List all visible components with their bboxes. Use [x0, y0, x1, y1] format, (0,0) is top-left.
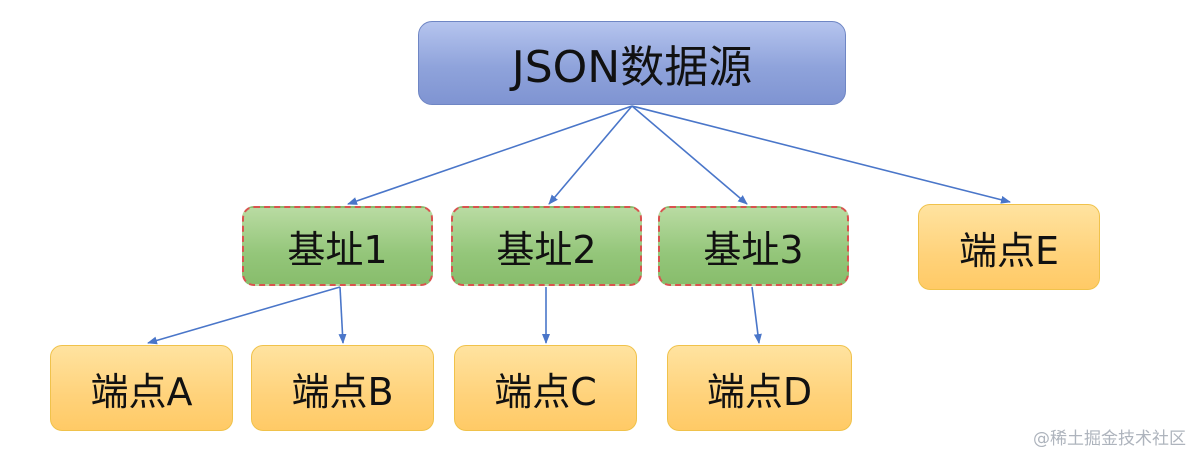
- endpoint-node-b: 端点B: [251, 345, 434, 431]
- endpoint-node-d-label: 端点D: [706, 369, 813, 414]
- root-node-label: JSON数据源: [511, 42, 753, 93]
- edge-root-endpoint-e: [631, 105, 1011, 204]
- base-node-3-label: 基址3: [703, 227, 804, 272]
- base-node-2-label: 基址2: [496, 227, 597, 272]
- root-node-json-source: JSON数据源: [418, 21, 846, 105]
- endpoint-node-a: 端点A: [50, 345, 233, 431]
- base-node-3: 基址3: [658, 206, 849, 286]
- base-node-1: 基址1: [242, 206, 433, 286]
- endpoint-node-e-label: 端点E: [958, 228, 1059, 273]
- watermark-text: @稀土掘金技术社区: [1033, 429, 1186, 449]
- endpoint-node-d: 端点D: [667, 345, 852, 431]
- base-node-1-label: 基址1: [287, 227, 388, 272]
- edge-base-1-endpoint-b: [338, 286, 347, 344]
- base-node-2: 基址2: [451, 206, 642, 286]
- endpoint-node-c: 端点C: [454, 345, 637, 431]
- edge-base-3-endpoint-d: [751, 286, 762, 344]
- edge-base-1-endpoint-a: [147, 286, 341, 345]
- edge-root-base-3: [631, 105, 748, 205]
- endpoint-node-b-label: 端点B: [291, 369, 394, 414]
- endpoint-node-c-label: 端点C: [494, 369, 597, 414]
- endpoint-node-e: 端点E: [918, 204, 1100, 290]
- edge-root-base-1: [347, 105, 633, 205]
- endpoint-node-a-label: 端点A: [90, 369, 193, 414]
- edge-root-base-2: [548, 105, 633, 205]
